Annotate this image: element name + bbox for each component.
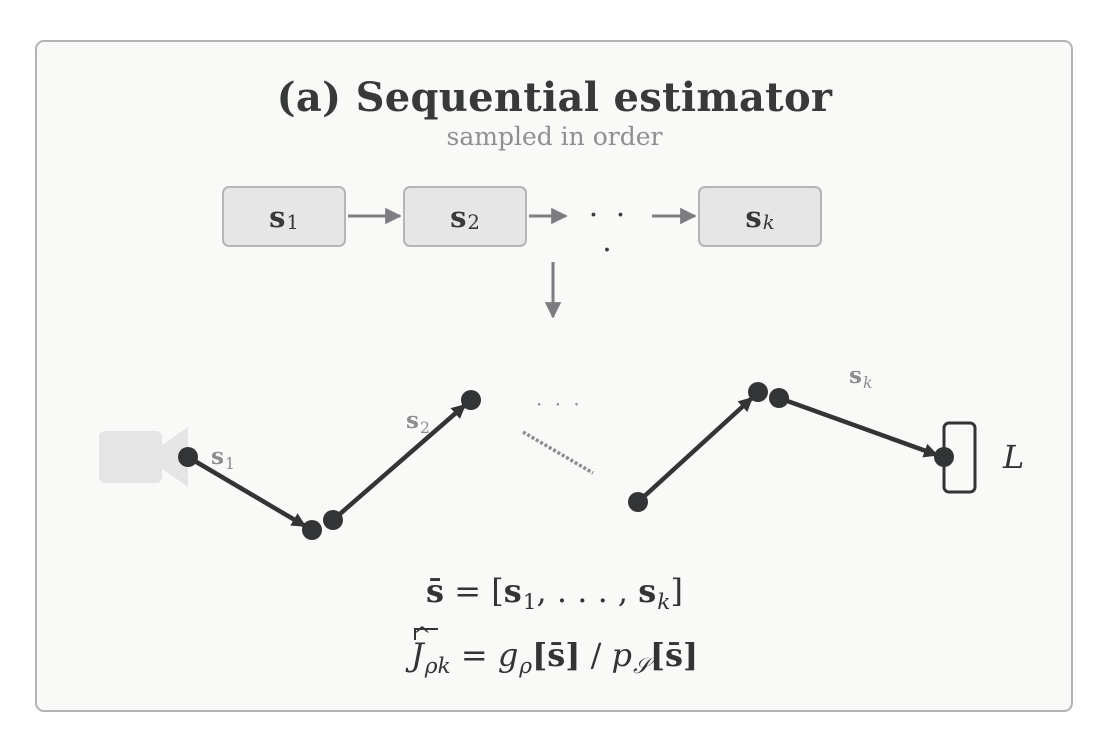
- eq2-lhs: ^J: [410, 624, 438, 674]
- path-vertex: [628, 492, 648, 512]
- sequence-ellipsis: · · ·: [588, 198, 630, 268]
- path-vertex: [178, 447, 198, 467]
- path-label-s1: s1: [211, 443, 235, 473]
- path-vertex: [323, 510, 343, 530]
- eq1-last-sub: k: [657, 589, 671, 615]
- path-label-sk: sk: [849, 362, 873, 392]
- path-segment-k-1: [636, 396, 754, 504]
- eq2-g: g: [497, 636, 519, 674]
- equation-estimator: ^Jρk = gρ[s̄] / p𝒮[s̄]: [0, 624, 1109, 679]
- eq1-open: [: [491, 572, 504, 610]
- diagram-title: (a) Sequential estimator: [276, 74, 833, 121]
- diagram-panel: [35, 40, 1073, 712]
- box-k-sub: k: [762, 211, 775, 235]
- path-label-s1-sub: 1: [224, 454, 235, 473]
- eq1-first: s: [503, 572, 522, 610]
- eq2-arg1: [s̄]: [532, 636, 581, 674]
- path-vertex: [769, 388, 789, 408]
- diagram-subtitle: sampled in order: [446, 122, 663, 151]
- eq2-lhs-var: J: [410, 636, 424, 674]
- box-1-var: s: [269, 199, 286, 234]
- light-label: L: [1003, 438, 1025, 476]
- eq2-arg2: [s̄]: [649, 636, 699, 674]
- eq1-close: ]: [670, 572, 683, 610]
- path-label-sk-sub: k: [862, 373, 873, 392]
- path-segment-2: [331, 403, 467, 522]
- path-gap-dashed: [522, 430, 594, 475]
- eq1-last: s: [638, 572, 657, 610]
- path-label-sk-var: s: [849, 362, 862, 389]
- box-2-var: s: [450, 199, 467, 234]
- eq1-lhs: s̄: [426, 572, 445, 610]
- path-vertex: [934, 447, 954, 467]
- eq2-g-sub: ρ: [519, 653, 533, 679]
- path-segment-1: [186, 455, 307, 528]
- path-label-s2: s2: [406, 407, 430, 437]
- path-vertex: [302, 520, 322, 540]
- equation-path-definition: s̄ = [s1, . . . , sk]: [0, 572, 1109, 615]
- box-1-sub: 1: [286, 211, 299, 235]
- path-label-s1-var: s: [211, 443, 224, 470]
- path-segment-k: [778, 395, 939, 458]
- hat-mark: ^: [412, 624, 432, 649]
- eq2-p: p: [611, 636, 632, 674]
- eq1-first-sub: 1: [522, 589, 537, 615]
- box-k-var: s: [745, 199, 762, 234]
- eq2-equals: =: [460, 636, 488, 674]
- eq1-equals: =: [454, 572, 482, 610]
- box-2-sub: 2: [467, 211, 480, 235]
- eq2-lhs-sub: ρk: [424, 653, 451, 679]
- path-ellipsis: · · ·: [536, 392, 583, 416]
- camera-icon: [99, 427, 188, 487]
- path-vertex: [461, 390, 481, 410]
- eq2-p-sub: 𝒮: [633, 653, 650, 679]
- eq2-div: /: [590, 636, 602, 674]
- path-vertex: [748, 382, 768, 402]
- eq1-sep: , . . . ,: [536, 572, 639, 610]
- path-label-s2-var: s: [406, 407, 419, 434]
- path-label-s2-sub: 2: [419, 418, 430, 437]
